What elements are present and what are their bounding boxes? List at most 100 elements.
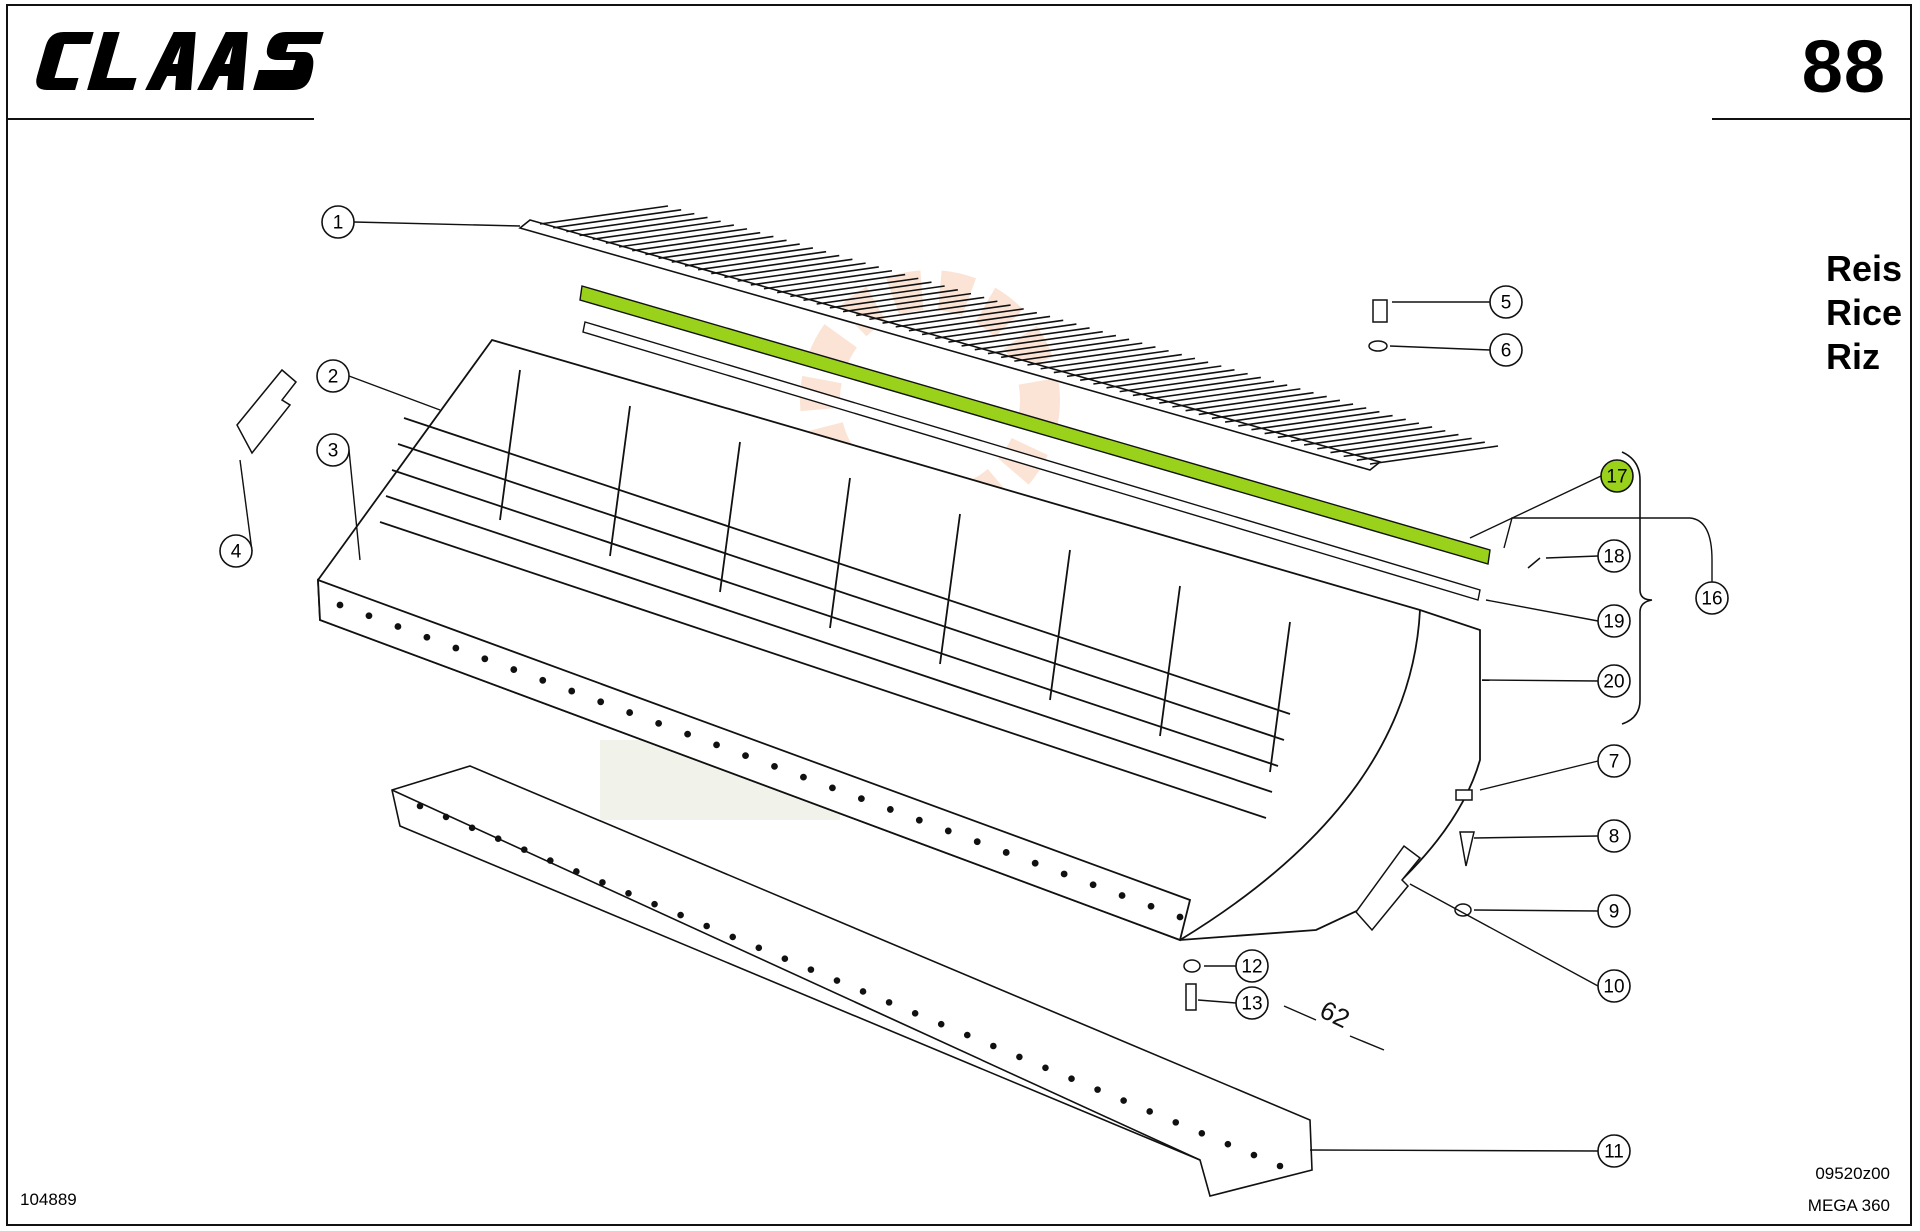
callout-label: 16 — [1701, 589, 1722, 610]
part-7-screw — [1455, 789, 1473, 801]
tine — [777, 273, 906, 294]
mount-hole — [510, 666, 518, 673]
part-13-bolt — [1185, 983, 1197, 1011]
part-10-plate — [1355, 844, 1422, 932]
rail-hole — [1172, 1119, 1180, 1126]
rail-hole — [599, 879, 606, 886]
callout-17: 17 — [1600, 459, 1634, 493]
callout-label: 20 — [1603, 672, 1624, 693]
grate-rib — [1159, 585, 1181, 737]
leader-8 — [1473, 835, 1599, 839]
leader-3 — [348, 449, 361, 561]
tine — [987, 334, 1117, 355]
rail-hole — [677, 911, 684, 919]
rail-hole — [416, 802, 424, 810]
tine — [1330, 433, 1459, 454]
mount-hole — [886, 806, 894, 813]
callout-circle — [1235, 986, 1269, 1020]
tine — [1304, 426, 1433, 446]
callout-6: 6 — [1489, 333, 1523, 367]
callout-label: 6 — [1501, 341, 1512, 362]
mount-hole — [1118, 892, 1126, 899]
grate-rib — [499, 369, 521, 521]
leader-6 — [1389, 345, 1491, 351]
callout-circle — [1597, 894, 1631, 928]
rail-hole — [963, 1031, 971, 1039]
mount-hole — [1147, 902, 1155, 910]
tine — [974, 330, 1103, 351]
callout-circle — [219, 534, 253, 568]
tine — [869, 300, 998, 321]
leader-13 — [1197, 999, 1237, 1004]
tine — [539, 205, 669, 225]
callout-5: 5 — [1489, 285, 1523, 319]
tine — [1159, 384, 1288, 404]
tine — [724, 258, 853, 279]
callout-circle — [1597, 819, 1631, 853]
header-rule-left — [6, 118, 314, 120]
diagram-code: 09520z00 — [1815, 1164, 1890, 1183]
callout-circle — [316, 433, 350, 467]
callout-label: 1 — [333, 213, 344, 234]
callout-11: 11 — [1597, 1134, 1631, 1168]
small-parts — [236, 299, 1541, 1011]
language-label-en: Rice — [1826, 292, 1903, 333]
rail-hole — [1250, 1151, 1258, 1159]
callout-circle — [316, 359, 350, 393]
part-8-clamp — [1459, 831, 1475, 867]
rail-hole — [755, 944, 763, 952]
part-17-highlighted-bar — [579, 285, 1491, 565]
mount-hole — [539, 676, 547, 684]
part-19-strip — [582, 321, 1481, 601]
tine — [961, 327, 1090, 347]
tine — [605, 224, 734, 244]
tine — [921, 315, 1051, 336]
grate-slat — [379, 521, 1267, 819]
model-name: MEGA 360 — [1807, 1196, 1890, 1215]
tine — [1040, 349, 1169, 370]
mount-hole — [1176, 913, 1184, 921]
mount-hole — [1089, 881, 1097, 889]
tine — [618, 228, 748, 248]
dimension-label: 62 — [1315, 994, 1354, 1034]
language-label-de: Reis — [1826, 248, 1903, 289]
grate-rib — [1269, 621, 1291, 773]
mount-hole — [800, 773, 807, 781]
page-frame — [6, 4, 1912, 1226]
mount-hole — [568, 687, 576, 695]
part-12-nut — [1183, 959, 1201, 973]
callout-9: 9 — [1597, 894, 1631, 928]
callout-label: 10 — [1603, 977, 1624, 998]
tine — [948, 323, 1077, 343]
callout-3: 3 — [316, 433, 350, 467]
leader-16 — [1503, 517, 1713, 600]
tine — [1238, 407, 1367, 427]
leader-1 — [353, 221, 521, 227]
rail-hole — [1146, 1108, 1153, 1115]
callout-circle — [321, 205, 355, 239]
grate-slat — [391, 469, 1279, 767]
tine — [1014, 342, 1143, 362]
tine — [856, 296, 985, 317]
tine — [1356, 441, 1485, 461]
leader-11 — [1309, 1149, 1599, 1152]
mount-hole — [365, 612, 373, 620]
grate-rib — [829, 477, 851, 629]
leader-4 — [239, 459, 253, 552]
callout-circle — [1597, 539, 1631, 573]
callout-2: 2 — [316, 359, 350, 393]
leader-20 — [1481, 679, 1599, 682]
rail-hole — [651, 900, 658, 908]
leader-lines — [239, 221, 1602, 1152]
callout-circle — [1597, 1134, 1631, 1168]
part-5-bolt — [1372, 299, 1388, 323]
callout-label: 11 — [1604, 1142, 1624, 1163]
tine — [763, 269, 893, 290]
mount-hole — [857, 795, 865, 803]
callout-12: 12 — [1235, 949, 1269, 983]
callout-circle — [1489, 285, 1523, 319]
callout-circle — [1597, 744, 1631, 778]
part-18-pin — [1527, 557, 1541, 569]
rail-hole — [729, 933, 737, 941]
